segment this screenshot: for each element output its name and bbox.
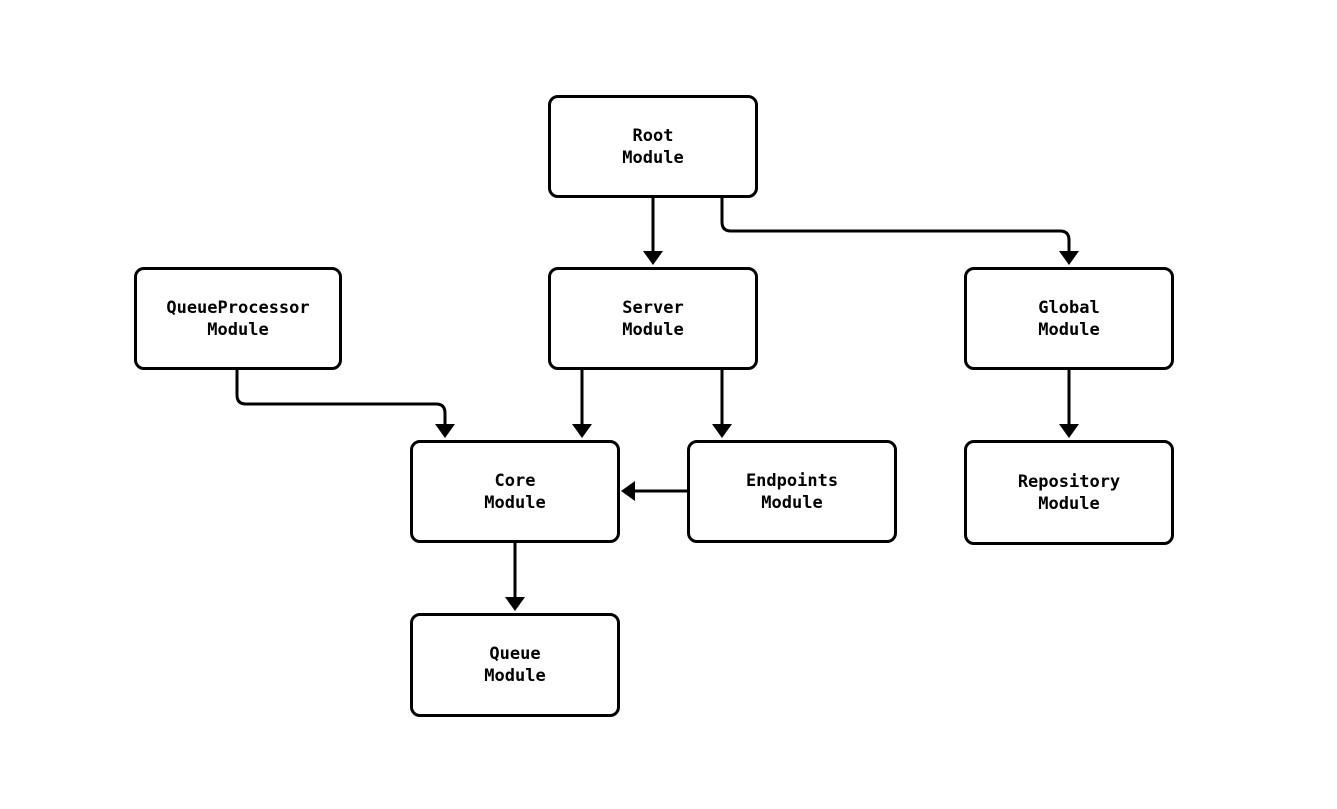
arrowhead-icon: [712, 424, 732, 438]
node-label-primary: Global: [1038, 297, 1100, 318]
edge-line: [720, 198, 1071, 252]
arrowhead-icon: [435, 424, 455, 438]
node-label-primary: QueueProcessor: [166, 297, 310, 318]
arrowhead-icon: [621, 481, 635, 501]
edge-root-server: [643, 198, 663, 265]
node-label-primary: Queue: [489, 644, 541, 664]
node-label-secondary: Module: [207, 319, 269, 340]
node-label-secondary: Module: [1038, 319, 1100, 340]
edge-endpoints-core: [621, 481, 687, 501]
node-label-primary: Core: [494, 470, 536, 491]
edge-line: [235, 370, 447, 425]
arrowhead-icon: [572, 424, 592, 438]
node-label-secondary: Module: [484, 666, 546, 686]
node-label-primary: Endpoints: [745, 470, 839, 491]
edge-core-queue: [505, 543, 525, 611]
arrowhead-icon: [1059, 424, 1079, 438]
edge-root-global: [720, 198, 1079, 265]
node-label-primary: Root: [632, 125, 674, 146]
node-label-primary: Repository: [1017, 471, 1121, 492]
edge-server-core: [572, 370, 592, 438]
edge-server-endpoints: [712, 370, 732, 438]
arrowhead-icon: [643, 251, 663, 265]
node-label-secondary: Module: [761, 492, 823, 513]
node-label-secondary: Module: [484, 492, 546, 513]
edge-global-repository: [1059, 370, 1079, 438]
edge-queueprocessor-core: [235, 370, 455, 438]
node-label-secondary: Module: [622, 147, 684, 168]
node-label-secondary: Module: [1038, 493, 1100, 514]
node-label-primary: Server: [622, 297, 684, 318]
node-label-secondary: Module: [622, 319, 684, 340]
arrowhead-icon: [1059, 251, 1079, 265]
arrowhead-icon: [505, 597, 525, 611]
